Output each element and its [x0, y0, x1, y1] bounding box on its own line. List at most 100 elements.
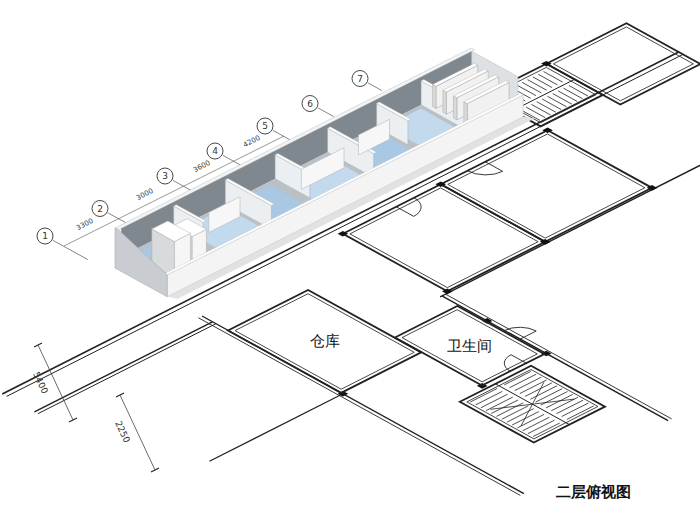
wall-line: [537, 102, 556, 113]
wall-line: [476, 391, 503, 405]
axis-number: 6: [307, 99, 313, 108]
wall-line: [531, 104, 550, 115]
axis-number: 4: [212, 147, 218, 156]
wall-line: [442, 296, 668, 421]
shadow: [167, 117, 534, 299]
wall-line: [528, 420, 555, 434]
partition-wall: [377, 102, 411, 121]
room-wall: [395, 306, 544, 386]
wall-line: [553, 94, 572, 105]
wall-line: [515, 377, 542, 391]
column: [338, 231, 349, 237]
wall-line: [525, 383, 552, 397]
room-wall: [460, 366, 605, 443]
axis-circle: [207, 143, 223, 159]
axis-number: 2: [97, 204, 103, 213]
column: [540, 239, 551, 245]
axis-number: 3: [162, 172, 168, 181]
wall-line: [544, 72, 563, 83]
column: [442, 289, 453, 295]
axis-line: [368, 83, 382, 91]
room-wall: [553, 27, 693, 101]
axis-line: [223, 155, 242, 166]
dimension-tick: [34, 343, 42, 347]
column: [435, 181, 446, 187]
dimension-tick: [69, 418, 77, 422]
axis-number: 5: [262, 122, 268, 131]
dimension-text: 2250: [113, 420, 131, 445]
door-arc: [467, 162, 502, 181]
equipment-box: [152, 221, 191, 242]
wall-line: [198, 318, 520, 496]
room-wall: [343, 184, 545, 291]
building-model: [115, 48, 535, 299]
dimension-tick: [151, 468, 159, 472]
shelf: [453, 96, 457, 120]
room-wall: [228, 290, 421, 393]
room-wall: [350, 188, 538, 288]
dimension-tick: [116, 393, 124, 397]
wall-line: [526, 107, 545, 118]
room-name: 卫生间: [447, 337, 492, 356]
axis-circle: [157, 168, 173, 184]
wall-line: [209, 394, 343, 462]
shelf: [433, 85, 437, 109]
partition-wall: [174, 205, 206, 223]
axis-line: [273, 130, 291, 140]
wall-line: [2, 52, 678, 394]
wall-line: [509, 374, 536, 388]
wall-line: [520, 380, 547, 394]
shelf: [443, 90, 447, 114]
wall-line: [567, 406, 594, 420]
wall-line: [563, 88, 582, 99]
end-wall: [115, 228, 167, 297]
wall-line: [530, 386, 557, 400]
dimension-text: 4200: [242, 134, 261, 148]
front-wall: [167, 95, 523, 297]
wall-line: [542, 99, 561, 110]
front-wall: [165, 93, 524, 274]
column: [542, 127, 553, 133]
axis-circle: [37, 228, 53, 244]
floor-plan: [0, 22, 700, 525]
wall-line: [481, 394, 508, 408]
door-arc: [396, 198, 431, 217]
building-face: [115, 48, 475, 230]
caption: 二层俯视图: [556, 483, 631, 502]
dimension-text: 3600: [192, 159, 211, 173]
door-arc: [505, 322, 537, 339]
wall-line: [533, 77, 552, 88]
axis-number: 7: [357, 74, 363, 83]
wall-line: [569, 85, 588, 96]
axis-line: [318, 108, 334, 117]
axis-circle: [257, 118, 273, 134]
wall-line: [528, 80, 547, 91]
wall-line: [507, 409, 534, 423]
room: 仓库: [226, 288, 423, 395]
wall-line: [34, 322, 212, 412]
wall-line: [522, 82, 541, 93]
partition-wall: [358, 119, 389, 155]
room-wall: [448, 134, 645, 238]
room: 卫生间: [393, 304, 546, 388]
wall-line: [562, 403, 589, 417]
wall-line: [547, 96, 566, 107]
partition-wall: [301, 148, 344, 190]
room-name: 仓库: [310, 332, 340, 351]
partition-wall: [209, 197, 240, 233]
wall-line: [491, 382, 575, 426]
wall-line: [497, 403, 524, 417]
room-wall: [235, 294, 414, 390]
dimension-text: 3000: [135, 188, 154, 202]
axis-circle: [352, 71, 368, 87]
door-arc: [495, 355, 527, 372]
wall-line: [523, 417, 550, 431]
axis-line: [53, 240, 88, 259]
room-wall: [402, 310, 537, 382]
wall-line: [558, 91, 577, 102]
wall-line: [533, 423, 560, 437]
wall-line: [538, 74, 557, 85]
column: [647, 185, 658, 191]
